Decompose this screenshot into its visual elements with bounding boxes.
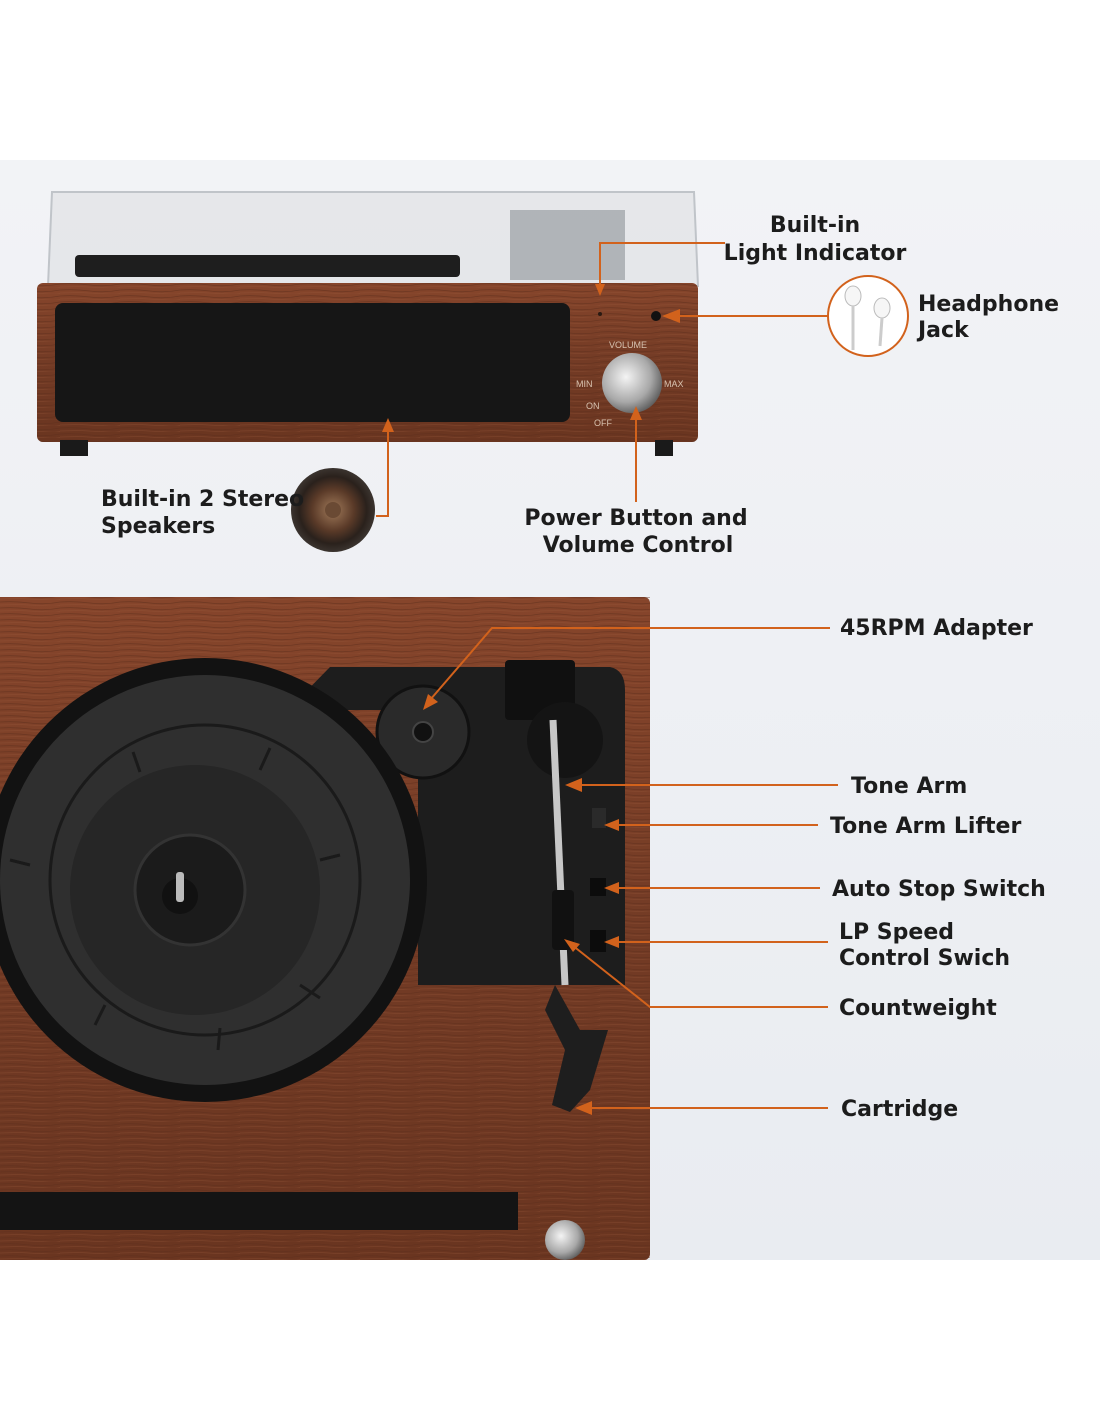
arrow-icon xyxy=(662,309,680,323)
svg-text:Jack: Jack xyxy=(916,318,970,343)
foot xyxy=(655,440,673,456)
volume-label: VOLUME xyxy=(609,340,647,350)
svg-text:Headphone: Headphone xyxy=(918,292,1059,317)
max-label: MAX xyxy=(664,379,684,389)
callout-45rpm-adapter: 45RPM Adapter xyxy=(423,616,1033,710)
svg-text:Tone Arm Lifter: Tone Arm Lifter xyxy=(830,814,1021,839)
tone-arm-lifter xyxy=(592,808,606,828)
svg-text:Speakers: Speakers xyxy=(101,514,215,539)
countweight xyxy=(552,890,574,950)
callout-headphone-jack: Headphone Jack xyxy=(662,275,1059,357)
arrow-icon xyxy=(382,418,394,432)
svg-text:Volume Control: Volume Control xyxy=(543,533,734,558)
callout-lp-speed: LP Speed Control Swich xyxy=(604,920,1010,971)
arrow-icon xyxy=(595,284,605,296)
svg-text:Countweight: Countweight xyxy=(839,996,997,1021)
callout-tone-arm: Tone Arm xyxy=(565,774,967,799)
auto-stop-switch xyxy=(590,878,606,896)
arrow-icon xyxy=(604,936,619,948)
arrow-icon xyxy=(564,939,580,952)
spindle xyxy=(176,872,184,902)
turntable-top-view xyxy=(0,597,650,1260)
callout-light-indicator: Built-in Light Indicator xyxy=(595,213,906,296)
callout-power-volume: Power Button and Volume Control xyxy=(524,406,748,558)
arrow-icon xyxy=(423,694,438,710)
cartridge xyxy=(545,985,608,1112)
arrow-icon xyxy=(565,778,582,792)
earbuds-icon xyxy=(827,275,909,357)
45rpm-adapter xyxy=(412,721,434,743)
on-label: ON xyxy=(586,401,600,411)
svg-text:Tone Arm: Tone Arm xyxy=(851,774,967,799)
tonearm-silhouette xyxy=(510,210,625,280)
volume-knob[interactable] xyxy=(602,353,662,413)
volume-knob xyxy=(545,1220,585,1260)
svg-text:Built-in: Built-in xyxy=(770,213,860,238)
light-indicator xyxy=(598,312,602,316)
svg-text:Control Swich: Control Swich xyxy=(839,946,1010,971)
svg-text:Light Indicator: Light Indicator xyxy=(724,241,907,266)
arrow-icon xyxy=(630,406,642,420)
arrow-icon xyxy=(604,819,619,831)
callout-countweight: Countweight xyxy=(564,939,997,1021)
svg-text:Built-in 2 Stereo: Built-in 2 Stereo xyxy=(101,487,304,512)
platter-side xyxy=(75,255,460,277)
off-label: OFF xyxy=(594,418,612,428)
svg-text:LP Speed: LP Speed xyxy=(839,920,954,945)
svg-text:Power Button and: Power Button and xyxy=(524,506,747,531)
svg-text:45RPM Adapter: 45RPM Adapter xyxy=(840,616,1033,641)
speed-switch xyxy=(590,930,606,952)
front-grille xyxy=(0,1192,518,1230)
foot xyxy=(60,440,88,456)
speaker-grille xyxy=(55,303,570,422)
headphone-jack xyxy=(651,311,661,321)
min-label: MIN xyxy=(576,379,593,389)
arrow-icon xyxy=(604,882,619,894)
arrow-icon xyxy=(575,1101,592,1115)
svg-text:Auto Stop Switch: Auto Stop Switch xyxy=(832,877,1046,902)
callout-auto-stop-switch: Auto Stop Switch xyxy=(604,877,1046,902)
callout-tone-arm-lifter: Tone Arm Lifter xyxy=(604,814,1021,839)
turntable-front-view: VOLUME MIN MAX ON OFF xyxy=(37,191,700,456)
svg-text:Cartridge: Cartridge xyxy=(841,1097,958,1122)
callout-speakers: Built-in 2 Stereo Speakers xyxy=(101,418,394,552)
callout-cartridge: Cartridge xyxy=(575,1097,958,1122)
